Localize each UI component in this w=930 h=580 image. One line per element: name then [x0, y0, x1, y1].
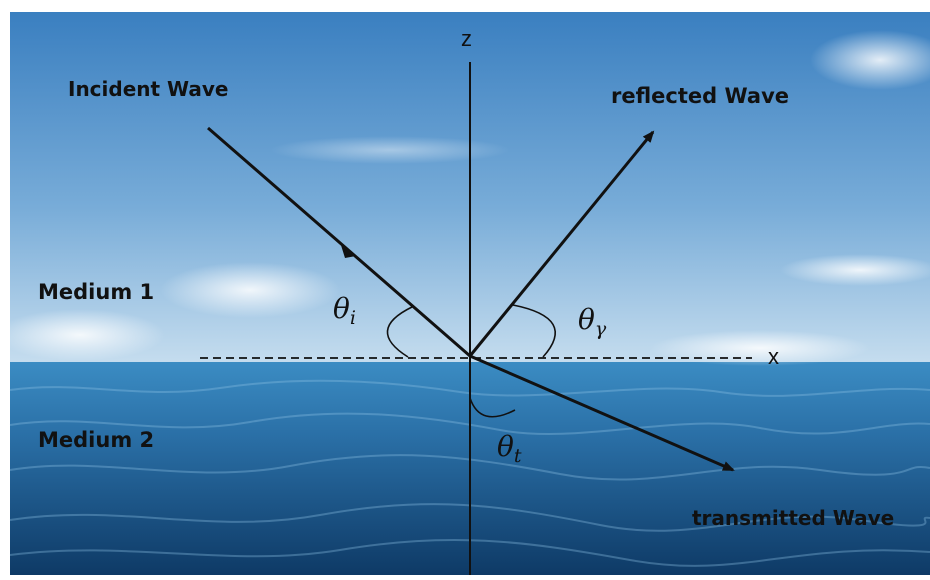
theta-i-label: θi	[333, 292, 356, 329]
medium-1-label: Medium 1	[38, 280, 155, 304]
incident-direction-arrow	[340, 242, 356, 258]
reflected-angle-arc	[512, 304, 556, 358]
transmitted-wave-label: transmitted Wave	[692, 506, 895, 530]
clouds	[0, 30, 930, 366]
reflected-wave-label: reflected Wave	[611, 84, 789, 108]
water-ripples	[9, 379, 930, 567]
theta-t-label: θt	[497, 430, 522, 467]
theta-gamma-label: θγ	[578, 303, 607, 340]
medium-2-label: Medium 2	[38, 428, 155, 452]
incident-angle-arc	[386, 306, 413, 358]
z-axis-label: z	[461, 26, 472, 51]
incident-ray	[207, 126, 471, 358]
reflected-ray	[468, 130, 655, 357]
transmitted-angle-arc	[469, 397, 516, 418]
x-axis-label: x	[768, 344, 779, 369]
transmitted-ray	[469, 354, 735, 472]
incident-wave-label: Incident Wave	[68, 77, 229, 101]
